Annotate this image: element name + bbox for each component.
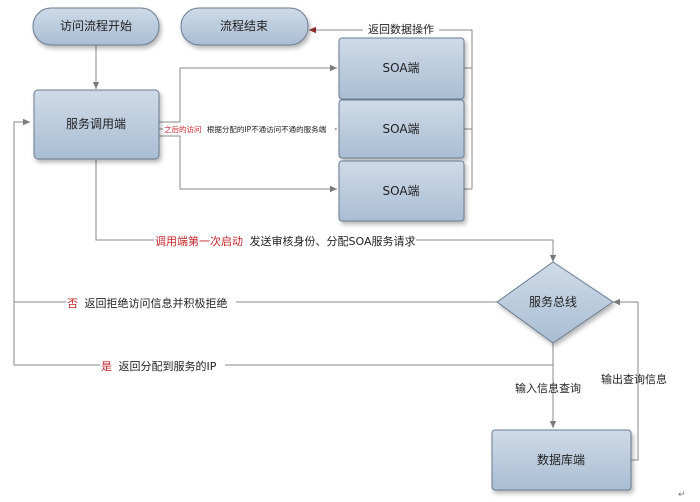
edge-accept-label: 是 返回分配到服务的IP xyxy=(101,359,217,373)
node-bus xyxy=(496,261,614,344)
edge-return-data-label: 返回数据操作 xyxy=(368,22,434,36)
edge-reject-label: 否 返回拒绝访问信息并积极拒绝 xyxy=(67,296,228,310)
edge-reject xyxy=(13,118,497,303)
edge-later-access-text: 根据分配的IP不通访问不通的服务端 xyxy=(207,124,327,134)
edge-first-call-label: 调用端第一次启动 发送审核身份、分配SOA服务请求 xyxy=(155,234,415,248)
node-soa1-label: SOA端 xyxy=(382,61,419,75)
node-db xyxy=(491,429,632,491)
node-end-label: 流程结束 xyxy=(220,18,268,33)
edge-caller-to-soa3 xyxy=(159,135,337,193)
node-soa3-label: SOA端 xyxy=(382,184,419,198)
edge-db-out-label: 输出查询信息 xyxy=(601,372,667,386)
edge-later-access-label: 之后的访问 根据分配的IP不通访问不通的服务端 xyxy=(164,124,327,134)
edge-caller-to-soa1 xyxy=(159,64,337,123)
edge-reject-highlight: 否 xyxy=(67,297,78,310)
node-db-label: 数据库端 xyxy=(537,452,585,467)
footer-mark: ↵ xyxy=(678,490,686,500)
edge-accept xyxy=(13,302,554,366)
node-start xyxy=(32,7,160,46)
node-caller xyxy=(33,89,160,160)
node-end xyxy=(180,7,309,46)
node-soa1 xyxy=(338,37,465,100)
node-caller-label: 服务调用端 xyxy=(66,116,126,131)
edge-db-to-bus xyxy=(613,298,639,461)
node-bus-label: 服务总线 xyxy=(529,294,577,309)
edge-accept-text: 返回分配到服务的IP xyxy=(119,359,217,373)
edge-later-access-highlight: 之后的访问 xyxy=(164,124,202,134)
edge-first-call-highlight: 调用端第一次启动 xyxy=(155,234,243,248)
node-soa2-label: SOA端 xyxy=(382,122,419,136)
node-soa2 xyxy=(338,99,465,159)
node-start-label: 访问流程开始 xyxy=(60,18,132,33)
node-soa3 xyxy=(338,160,465,222)
edge-accept-highlight: 是 xyxy=(101,360,112,373)
edge-db-in-label: 输入信息查询 xyxy=(515,381,581,395)
edge-first-call-text: 发送审核身份、分配SOA服务请求 xyxy=(250,234,416,248)
edge-reject-text: 返回拒绝访问信息并积极拒绝 xyxy=(85,296,228,310)
